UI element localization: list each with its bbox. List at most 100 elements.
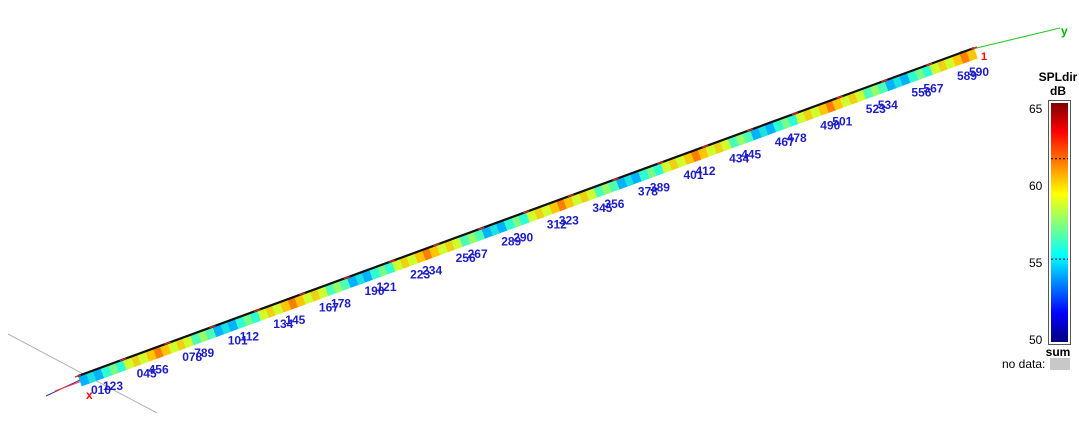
beam-tick bbox=[836, 95, 843, 99]
beam-highlight bbox=[153, 346, 164, 359]
beam-highlight bbox=[847, 91, 858, 105]
node-label: 467 bbox=[775, 135, 795, 149]
beam-highlight bbox=[354, 272, 366, 286]
beam-highlight bbox=[332, 280, 343, 294]
beam-highlight bbox=[690, 149, 702, 163]
beam-highlight bbox=[197, 329, 209, 343]
node-label: 112 bbox=[240, 329, 260, 343]
beam-highlight bbox=[668, 157, 679, 171]
x-axis-label: x bbox=[86, 388, 93, 402]
beam-tick bbox=[74, 374, 82, 378]
node-label: 145 bbox=[285, 313, 305, 327]
node-label: 134 bbox=[273, 317, 293, 331]
beam-highlight bbox=[556, 198, 567, 212]
beam-highlight bbox=[444, 239, 455, 253]
node-label: 590 bbox=[969, 65, 989, 79]
colorbar-title: SPLdir bbox=[1038, 70, 1078, 84]
node-label: 534 bbox=[878, 98, 898, 112]
colorbar-tick-60: 60 bbox=[1029, 179, 1043, 193]
node-label: 234 bbox=[422, 263, 442, 277]
line-array-beam bbox=[74, 46, 978, 387]
beam-highlight bbox=[959, 50, 970, 64]
beam-highlight bbox=[287, 296, 298, 310]
colorbar bbox=[1048, 100, 1071, 345]
node-label: 445 bbox=[741, 148, 761, 162]
beam-highlight bbox=[914, 67, 926, 81]
beam-highlight bbox=[578, 190, 590, 204]
node-label: 121 bbox=[377, 280, 397, 294]
beam-tick bbox=[522, 210, 530, 214]
colorbar-tick-50: 50 bbox=[1029, 333, 1043, 347]
beam-highlight bbox=[780, 116, 791, 130]
node-label: 789 bbox=[194, 346, 214, 360]
node-label: 167 bbox=[319, 300, 339, 314]
beam-highlight bbox=[377, 264, 388, 277]
beam-highlight bbox=[623, 173, 634, 187]
beam-highlight bbox=[735, 132, 746, 146]
beam-highlight bbox=[802, 108, 814, 122]
node-label: 290 bbox=[513, 230, 533, 244]
beam-highlight bbox=[130, 354, 142, 368]
node-label: 312 bbox=[547, 218, 567, 232]
node-label: 378 bbox=[638, 185, 658, 199]
node-label: 101 bbox=[228, 333, 248, 347]
beam-tick bbox=[388, 259, 395, 263]
node-label: 123 bbox=[103, 379, 123, 393]
beam-tick bbox=[567, 193, 575, 198]
beam-highlight bbox=[511, 214, 522, 228]
beam-highlight bbox=[869, 83, 881, 97]
node-label: 412 bbox=[696, 164, 716, 178]
y-axis-line bbox=[959, 27, 1061, 53]
node-label: 389 bbox=[650, 181, 670, 195]
beam-tick bbox=[298, 292, 306, 296]
colorbar-footer: sum bbox=[1045, 345, 1071, 359]
node-label: 523 bbox=[866, 102, 886, 116]
node-label: 589 bbox=[957, 69, 977, 83]
beam-highlight bbox=[601, 182, 612, 195]
beam-tick bbox=[657, 161, 664, 165]
beam-tick bbox=[925, 62, 933, 67]
node-label: 490 bbox=[820, 119, 840, 133]
node-label: 567 bbox=[923, 82, 943, 96]
node-label: 456 bbox=[149, 363, 169, 377]
colorbar-tick-55: 55 bbox=[1029, 256, 1043, 270]
beam-tick bbox=[253, 308, 261, 313]
beam-tick bbox=[164, 341, 171, 345]
colorbar-tick-65: 65 bbox=[1029, 102, 1043, 116]
no-data-swatch bbox=[1050, 358, 1070, 370]
beam-highlight bbox=[892, 75, 903, 89]
beam-tick bbox=[791, 111, 799, 116]
beam-tick bbox=[477, 226, 485, 231]
beam-tick bbox=[209, 325, 216, 329]
beam-highlight bbox=[757, 124, 769, 138]
beam-highlight bbox=[265, 305, 276, 318]
beam-tick bbox=[343, 275, 351, 280]
beam-highlight bbox=[242, 313, 254, 327]
node-label: 010 bbox=[91, 383, 111, 397]
beam-highlight bbox=[108, 362, 119, 376]
beam-highlight bbox=[713, 141, 724, 154]
node-label: 501 bbox=[832, 115, 852, 129]
node-label: 190 bbox=[365, 284, 385, 298]
node-label: 178 bbox=[331, 296, 351, 310]
beam-tick bbox=[701, 144, 709, 149]
node-label: 289 bbox=[501, 234, 521, 248]
z-axis-label: 1 bbox=[981, 51, 987, 63]
node-label: 434 bbox=[729, 152, 749, 166]
beam-tick bbox=[612, 177, 619, 181]
no-data-label: no data: bbox=[1002, 357, 1046, 371]
beam-tick bbox=[881, 79, 888, 83]
node-label: 045 bbox=[137, 367, 157, 381]
node-label: 078 bbox=[182, 350, 202, 364]
beam-highlight bbox=[220, 321, 231, 335]
node-label: 223 bbox=[410, 267, 430, 281]
beam-tick bbox=[746, 128, 754, 132]
node-label: 478 bbox=[787, 131, 807, 145]
beam-highlight bbox=[489, 223, 500, 236]
node-label: 323 bbox=[559, 214, 579, 228]
beam-highlight bbox=[466, 231, 478, 245]
beam-highlight bbox=[309, 288, 321, 302]
node-label: 401 bbox=[684, 168, 704, 182]
